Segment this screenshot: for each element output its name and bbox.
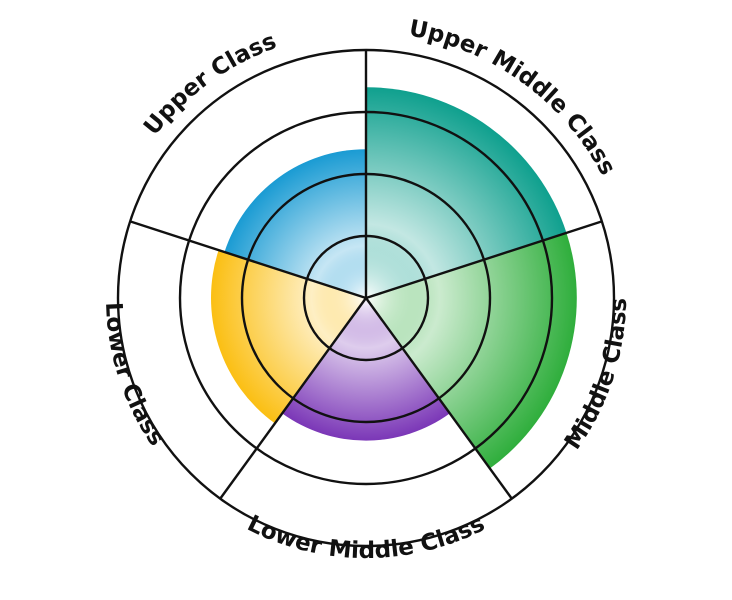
- category-label-upper-class: Upper Class: [139, 28, 280, 140]
- grid-spoke-2: [365, 220, 603, 300]
- sector-lower-middle-class: [282, 298, 450, 441]
- category-label-lower-middle-class: Lower Middle Class: [243, 511, 489, 564]
- sector-upper-class: [224, 149, 366, 298]
- sectors-layer: [211, 87, 577, 469]
- category-label-lower-class: Lower Class: [100, 302, 170, 451]
- sector-lower-class: [211, 250, 366, 424]
- grid-spoke-5: [129, 220, 367, 300]
- sector-middle-class: [366, 232, 577, 469]
- grid-spoke-4: [219, 297, 367, 500]
- grid-spoke-3: [365, 297, 513, 500]
- grid-layer: [116, 48, 616, 548]
- sector-upper-middle-class: [366, 87, 567, 298]
